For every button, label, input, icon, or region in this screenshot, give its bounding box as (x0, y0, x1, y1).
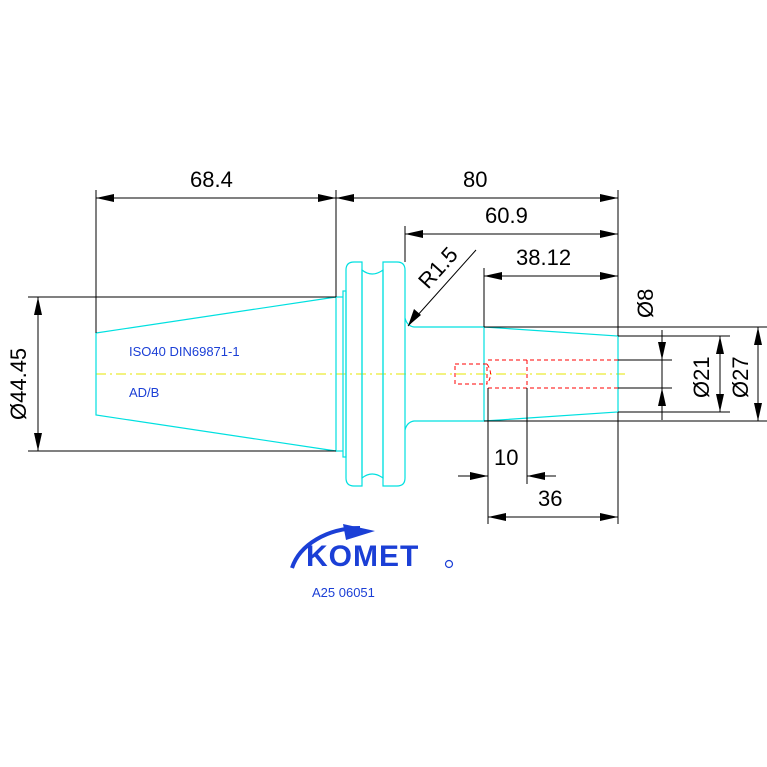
dim-cone-length: 68.4 (95, 167, 337, 333)
dim-text-bore-offset: 36 (538, 486, 562, 511)
dim-text-cone-length: 68.4 (190, 167, 233, 192)
dim-text-overall-length: 80 (463, 167, 487, 192)
logo-part-number: A25 06051 (312, 585, 375, 600)
dim-bore-diameter: Ø8 (618, 289, 672, 420)
komet-logo: KOMET A25 06051 (290, 524, 454, 600)
dim-shank-length: 38.12 (483, 245, 618, 327)
dim-text-radius: R1.5 (413, 242, 463, 293)
dim-text-bore-depth: 10 (494, 445, 518, 470)
logo-arrowhead (343, 524, 375, 540)
dim-text-body-diameter: Ø21 (689, 356, 714, 398)
dim-flange-diameter: Ø44.45 (6, 296, 336, 452)
tool-holder-outline (95, 261, 619, 487)
dim-bore-offset: 36 (488, 412, 619, 524)
shank (404, 317, 619, 431)
hidden-bore (454, 359, 618, 389)
dim-text-bore-diameter: Ø8 (633, 289, 658, 318)
dim-outer-diameter: Ø27 (484, 326, 767, 422)
dim-text-flange-diameter: Ø44.45 (6, 348, 31, 420)
dim-overall-length: 80 (336, 167, 619, 336)
dim-bore-depth: 10 (458, 388, 556, 524)
flange (345, 261, 363, 487)
dim-text-shank-length: 38.12 (516, 245, 571, 270)
dim-body-diameter: Ø21 (618, 335, 730, 413)
hidden-drill-tip (454, 363, 488, 385)
dim-text-shank-to-face: 60.9 (485, 203, 528, 228)
dim-shank-to-face: 60.9 (404, 203, 618, 262)
dim-text-outer-diameter: Ø27 (728, 356, 753, 398)
logo-brand: KOMET (306, 540, 419, 573)
note-variant: AD/B (129, 385, 159, 400)
dim-radius: R1.5 (407, 242, 477, 327)
registered-icon (444, 559, 454, 569)
note-standard: ISO40 DIN69871-1 (129, 344, 240, 359)
